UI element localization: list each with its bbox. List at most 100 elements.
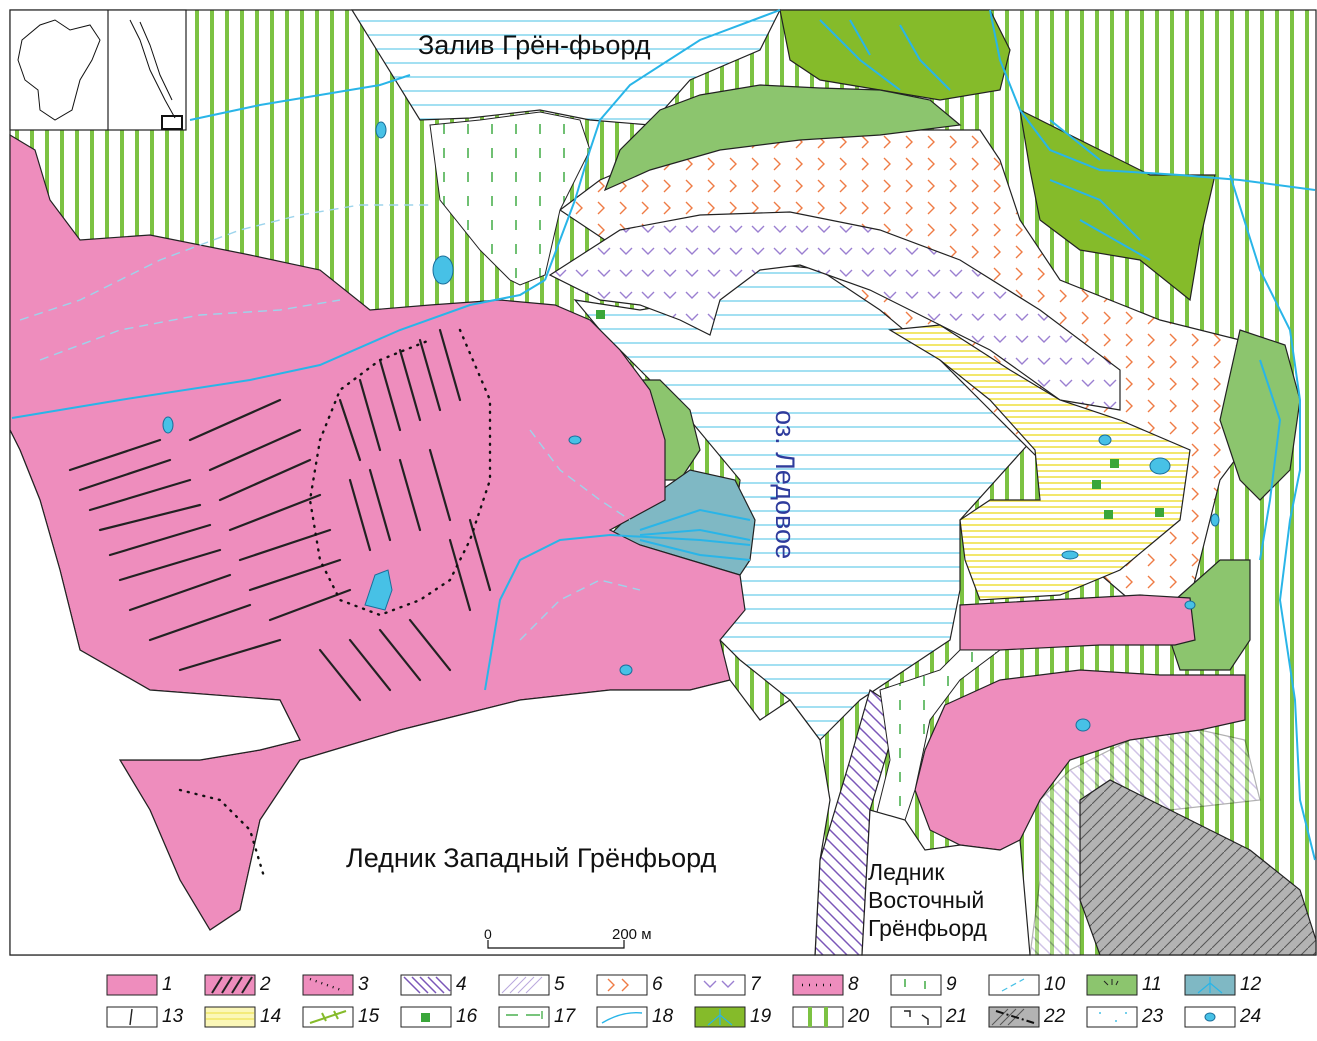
legend-item-1: 1	[106, 973, 202, 997]
legend-swatch	[792, 974, 844, 996]
legend-item-2: 2	[204, 973, 300, 997]
legend-number: 6	[652, 974, 663, 995]
legend-swatch	[400, 1006, 452, 1028]
legend-number: 18	[652, 1006, 674, 1027]
legend-item-4: 4	[400, 973, 496, 997]
green-lobe-top	[603, 84, 962, 192]
intermittent-streams	[19, 204, 641, 641]
scale-end: 200 м	[612, 926, 652, 943]
inset-svalbard	[17, 19, 101, 121]
legend-swatch	[596, 1006, 648, 1028]
legend-item-23: 23	[1086, 1005, 1182, 1029]
legend-item-20: 20	[792, 1005, 888, 1029]
legend-number: 9	[946, 974, 957, 995]
legend-item-8: 8	[792, 973, 888, 997]
geomorphological-map	[9, 9, 1317, 956]
outwash-fan-top	[779, 9, 1011, 101]
legend-item-22: 22	[988, 1005, 1084, 1029]
scale-start: 0	[484, 926, 492, 942]
legend-number: 17	[554, 1006, 576, 1027]
legend-item-11: 11	[1086, 973, 1182, 997]
legend-number: 7	[750, 974, 761, 995]
legend-item-12: 12	[1184, 973, 1280, 997]
legend-number: 15	[358, 1006, 380, 1027]
legend-swatch	[1184, 1006, 1236, 1028]
moraine-east-a	[959, 594, 1196, 651]
legend-number: 23	[1142, 1006, 1164, 1027]
legend-swatch	[498, 974, 550, 996]
legend-number: 20	[848, 1006, 870, 1027]
legend-number: 21	[946, 1006, 968, 1027]
legend-item-21: 21	[890, 1005, 986, 1029]
legend-item-24: 24	[1184, 1005, 1280, 1029]
yellow-terrace	[888, 324, 1191, 601]
legend-item-3: 3	[302, 973, 398, 997]
dashed-green-patch	[429, 111, 591, 286]
scale-bar	[487, 940, 625, 949]
legend-item-5: 5	[498, 973, 594, 997]
legend-item-19: 19	[694, 1005, 790, 1029]
legend-swatch	[890, 974, 942, 996]
legend-item-15: 15	[302, 1005, 398, 1029]
label-glacier-west: Ледник Западный Грёнфьорд	[346, 843, 717, 873]
legend-swatch	[498, 1006, 550, 1028]
legend-swatch	[988, 1006, 1040, 1028]
label-bay: Залив Грён-фьорд	[418, 30, 651, 60]
legend-number: 12	[1240, 974, 1262, 995]
legend-number: 2	[260, 974, 271, 995]
legend-swatch	[792, 1006, 844, 1028]
legend-swatch	[694, 1006, 746, 1028]
glacier-west-area	[9, 429, 831, 956]
green-squares	[596, 310, 1164, 519]
flute-ridges	[68, 328, 492, 702]
fjord-water	[350, 9, 781, 126]
legend-swatch	[890, 1006, 942, 1028]
legend-swatch	[106, 1006, 158, 1028]
legend-swatch	[302, 974, 354, 996]
legend-swatch	[400, 974, 452, 996]
legend-item-13: 13	[106, 1005, 202, 1029]
legend-number: 13	[162, 1006, 184, 1027]
legend-number: 5	[554, 974, 565, 995]
inset-fjord	[129, 19, 176, 119]
legend-item-14: 14	[204, 1005, 300, 1029]
legend-swatch	[988, 974, 1040, 996]
label-lake: оз. Ледовое	[770, 410, 800, 560]
legend-swatch	[1086, 1006, 1138, 1028]
legend-swatch	[1184, 974, 1236, 996]
legend-swatch	[596, 974, 648, 996]
legend-swatch	[1086, 974, 1138, 996]
legend-item-10: 10	[988, 973, 1084, 997]
legend-item-6: 6	[596, 973, 692, 997]
legend-swatch	[302, 1006, 354, 1028]
small-lakes	[162, 121, 1220, 732]
moraine-east-b	[914, 669, 1246, 851]
legend-number: 22	[1044, 1006, 1066, 1027]
legend-swatch	[106, 974, 158, 996]
legend-number: 10	[1044, 974, 1066, 995]
legend-item-16: 16	[400, 1005, 496, 1029]
legend-number: 11	[1142, 974, 1162, 995]
legend-number: 24	[1240, 1006, 1262, 1027]
legend-item-7: 7	[694, 973, 790, 997]
legend-number: 14	[260, 1006, 282, 1027]
label-glacier-east: Ледник Восточный Грёнфьорд	[868, 859, 987, 941]
legend-item-17: 17	[498, 1005, 594, 1029]
ridge-belt-purple	[548, 211, 1121, 411]
legend-item-18: 18	[596, 1005, 692, 1029]
rivers	[11, 9, 1316, 861]
legend-number: 16	[456, 1006, 478, 1027]
green-lobe-right	[1219, 329, 1301, 501]
legend-number: 1	[162, 974, 173, 995]
dashed-green-patch-2	[874, 649, 1002, 821]
legend-swatch	[204, 1006, 256, 1028]
glacier-east-area	[861, 809, 1031, 956]
legend-swatch	[694, 974, 746, 996]
legend-number: 8	[848, 974, 859, 995]
legend-item-9: 9	[890, 973, 986, 997]
inset-locator	[161, 115, 183, 130]
legend-number: 4	[456, 974, 467, 995]
legend-number: 3	[358, 974, 369, 995]
legend-swatch	[204, 974, 256, 996]
